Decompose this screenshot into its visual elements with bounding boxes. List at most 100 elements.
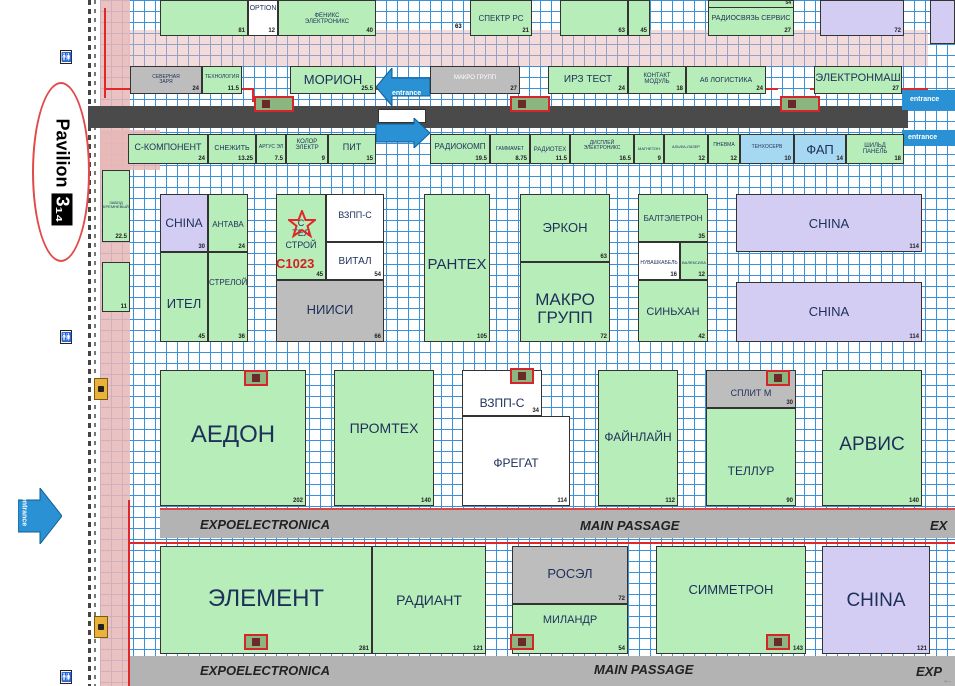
pavilion-wall xyxy=(94,0,96,686)
passage-label: MAIN PASSAGE xyxy=(580,518,680,533)
stand-marker-icon xyxy=(780,96,820,112)
star-marker-icon xyxy=(288,210,316,238)
entrance-label: entrance xyxy=(384,114,414,121)
booth[interactable]: 54 xyxy=(708,0,794,8)
booth-code: C1023 xyxy=(276,256,315,271)
stand-marker-icon xyxy=(510,96,550,112)
elevator-icon xyxy=(94,378,108,400)
restroom-icon: 🚻 xyxy=(60,670,73,684)
left-aisle xyxy=(100,0,130,686)
aisle-zone xyxy=(128,30,928,66)
stand-marker-icon xyxy=(766,634,790,650)
booth[interactable]: ВЗПП-С xyxy=(326,194,384,242)
booth[interactable]: 72 xyxy=(820,0,904,36)
booth[interactable]: 45 xyxy=(628,0,650,36)
passage-label: EXP xyxy=(916,664,943,679)
entrance-label: entrance xyxy=(392,90,422,97)
zone-boundary xyxy=(128,542,955,544)
stand-marker-icon xyxy=(244,370,268,386)
booth[interactable]: 81 xyxy=(160,0,248,36)
stand-marker-icon xyxy=(254,96,294,112)
passage-label: EXPOELECTRONICA xyxy=(200,517,331,532)
restroom-icon: 🚻 xyxy=(60,50,73,64)
scroll-arrow-icon[interactable]: ← xyxy=(942,674,953,686)
entrance-label: entrance xyxy=(910,96,940,103)
entrance-arrow-icon xyxy=(18,488,62,544)
stand-marker-icon xyxy=(244,634,268,650)
pavilion-word: Pavilion xyxy=(52,118,73,188)
passage-label: EX xyxy=(930,518,948,533)
main-passage: EXPOELECTRONICA MAIN PASSAGE EX xyxy=(160,508,955,538)
stand-marker-icon xyxy=(510,368,534,384)
entrance-label: entrance xyxy=(20,496,28,527)
entrance-arrow-icon xyxy=(376,118,430,148)
entrance-arrow-icon xyxy=(902,90,955,110)
booth[interactable]: 63 xyxy=(560,0,628,36)
passage-label: EXPOELECTRONICA xyxy=(200,663,331,678)
entrance-arrow-icon xyxy=(902,130,955,146)
main-passage: EXPOELECTRONICA MAIN PASSAGE EXP xyxy=(130,656,955,686)
highlighted-booth[interactable]: С ТЕЛ СТРОЙ 45 xyxy=(276,194,326,280)
booth[interactable] xyxy=(930,0,955,44)
entrance-arrow-icon xyxy=(376,68,430,106)
booth[interactable]: 11 xyxy=(102,262,130,312)
pavilion-label: Pavilion3₁₄ xyxy=(40,112,84,232)
elevator-icon xyxy=(94,616,108,638)
entrance-label: entrance xyxy=(908,134,938,141)
stand-marker-icon xyxy=(766,370,790,386)
zone-boundary xyxy=(252,88,254,102)
